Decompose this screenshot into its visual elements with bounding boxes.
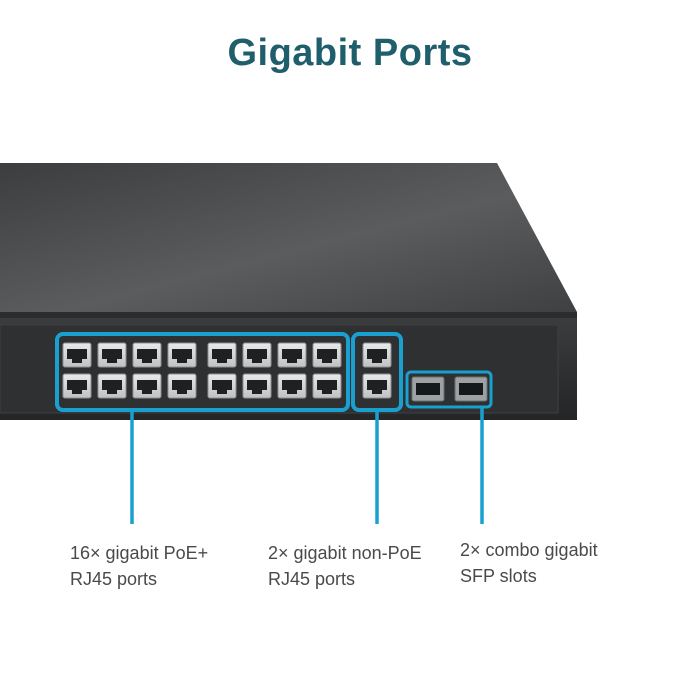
poe-rj45-port [167,373,197,399]
poe-rj45-port [62,373,92,399]
poe-rj45-port [132,342,162,368]
highlight-poe-ports [55,332,350,412]
callout-poe-ports: 16× gigabit PoE+ RJ45 ports [70,540,208,592]
poe-rj45-port [277,342,307,368]
poe-rj45-port [277,373,307,399]
poe-rj45-port [242,373,272,399]
switch-top-surface [0,163,577,312]
callout-non-poe-ports: 2× gigabit non-PoE RJ45 ports [268,540,422,592]
callout-sfp-line2: SFP slots [460,566,537,586]
poe-rj45-port [207,342,237,368]
poe-rj45-port [312,373,342,399]
poe-rj45-port [242,342,272,368]
poe-rj45-port [97,373,127,399]
callout-poe-line1: 16× gigabit PoE+ [70,543,209,563]
highlight-sfp-slots [405,370,493,409]
poe-rj45-port [312,342,342,368]
poe-rj45-port [207,373,237,399]
poe-rj45-port [167,342,197,368]
poe-rj45-port [62,342,92,368]
non-poe-rj45-port [362,342,392,368]
callout-poe-line2: RJ45 ports [70,569,158,589]
page-title: Gigabit Ports [227,32,473,74]
callout-non-poe-line2: RJ45 ports [268,569,356,589]
sfp-slot [454,376,488,402]
poe-rj45-port [97,342,127,368]
poe-rj45-port [132,373,162,399]
ports-layer [62,342,488,402]
callout-sfp-slots: 2× combo gigabit SFP slots [460,537,598,589]
callout-sfp-line1: 2× combo gigabit [460,540,598,560]
callout-non-poe-line1: 2× gigabit non-PoE [268,543,422,563]
non-poe-rj45-port [362,373,392,399]
sfp-slot [411,376,445,402]
